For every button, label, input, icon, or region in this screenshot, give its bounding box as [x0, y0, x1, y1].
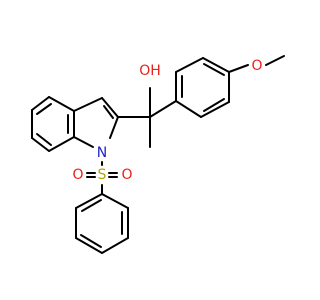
- nitrogen-label: N: [97, 145, 107, 161]
- indole-pyrrole-ring: [73, 97, 119, 148]
- sulfonyl-oxygen-left-label: O: [72, 167, 83, 183]
- indole-benzene-ring: [31, 96, 75, 152]
- carbinol-center: [117, 87, 177, 148]
- sulfonyl-group: [86, 161, 118, 195]
- molecule-structure: OH O N S O O: [31, 55, 285, 254]
- methoxy-oxygen-label: O: [251, 58, 262, 74]
- hydroxyl-label: OH: [139, 63, 161, 79]
- sulfur-label: S: [98, 167, 107, 183]
- sulfonyl-oxygen-right-label: O: [121, 167, 132, 183]
- phenyl-ring: [75, 193, 129, 254]
- methoxyphenyl-ring: [175, 55, 285, 118]
